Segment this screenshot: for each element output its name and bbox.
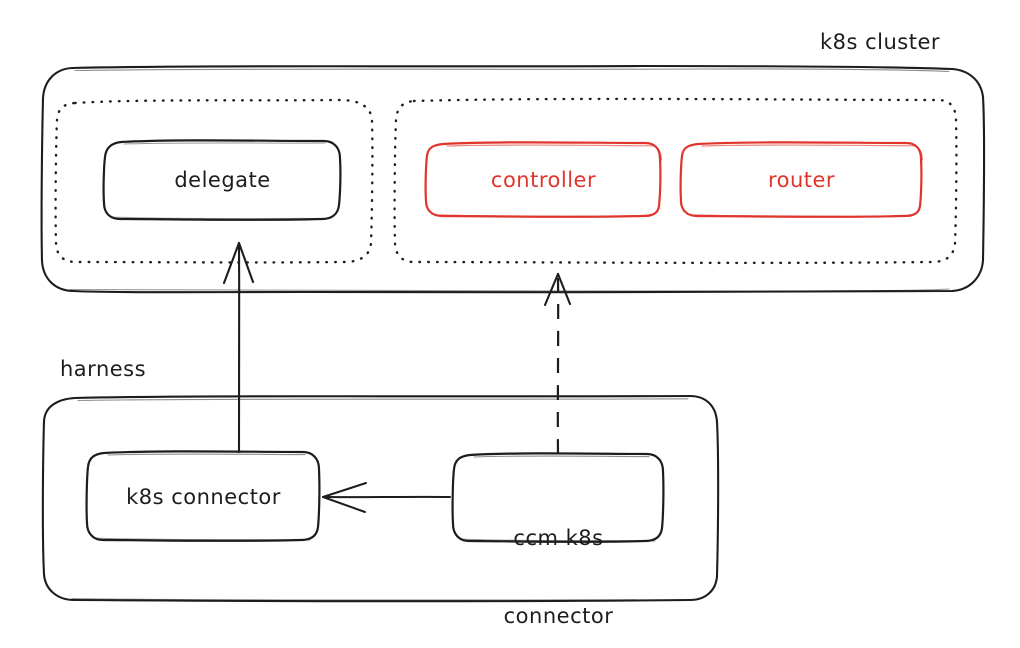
node-label-delegate: delegate [174, 168, 271, 192]
node-label-ccm-line2: connector [503, 604, 614, 629]
node-delegate-box[interactable] [102, 139, 342, 221]
node-label-k8s-connector: k8s connector [126, 485, 281, 509]
container-label-k8s-cluster: k8s cluster [819, 30, 941, 54]
container-harness[interactable] [41, 394, 720, 603]
group-controller-router-dotted-boundary[interactable] [393, 97, 958, 265]
edge-ccm-to-k8s-connector[interactable] [322, 482, 451, 513]
node-ccm-k8s-connector-box[interactable] [451, 452, 665, 543]
node-label-controller: controller [490, 168, 597, 192]
node-label-ccm-line1: ccm k8s [513, 525, 604, 550]
node-controller-box[interactable] [424, 141, 663, 218]
edge-k8s-connector-to-delegate[interactable] [222, 241, 255, 454]
node-label-router: router [767, 168, 836, 192]
edge-ccm-to-k8s-cluster[interactable] [543, 272, 572, 455]
group-delegate-dotted-boundary[interactable] [54, 98, 374, 264]
container-label-harness: harness [60, 357, 147, 381]
node-router-box[interactable] [679, 141, 924, 218]
node-k8s-connector-box[interactable] [85, 450, 321, 542]
node-label-ccm-k8s-connector: ccm k8s connector [453, 472, 664, 648]
